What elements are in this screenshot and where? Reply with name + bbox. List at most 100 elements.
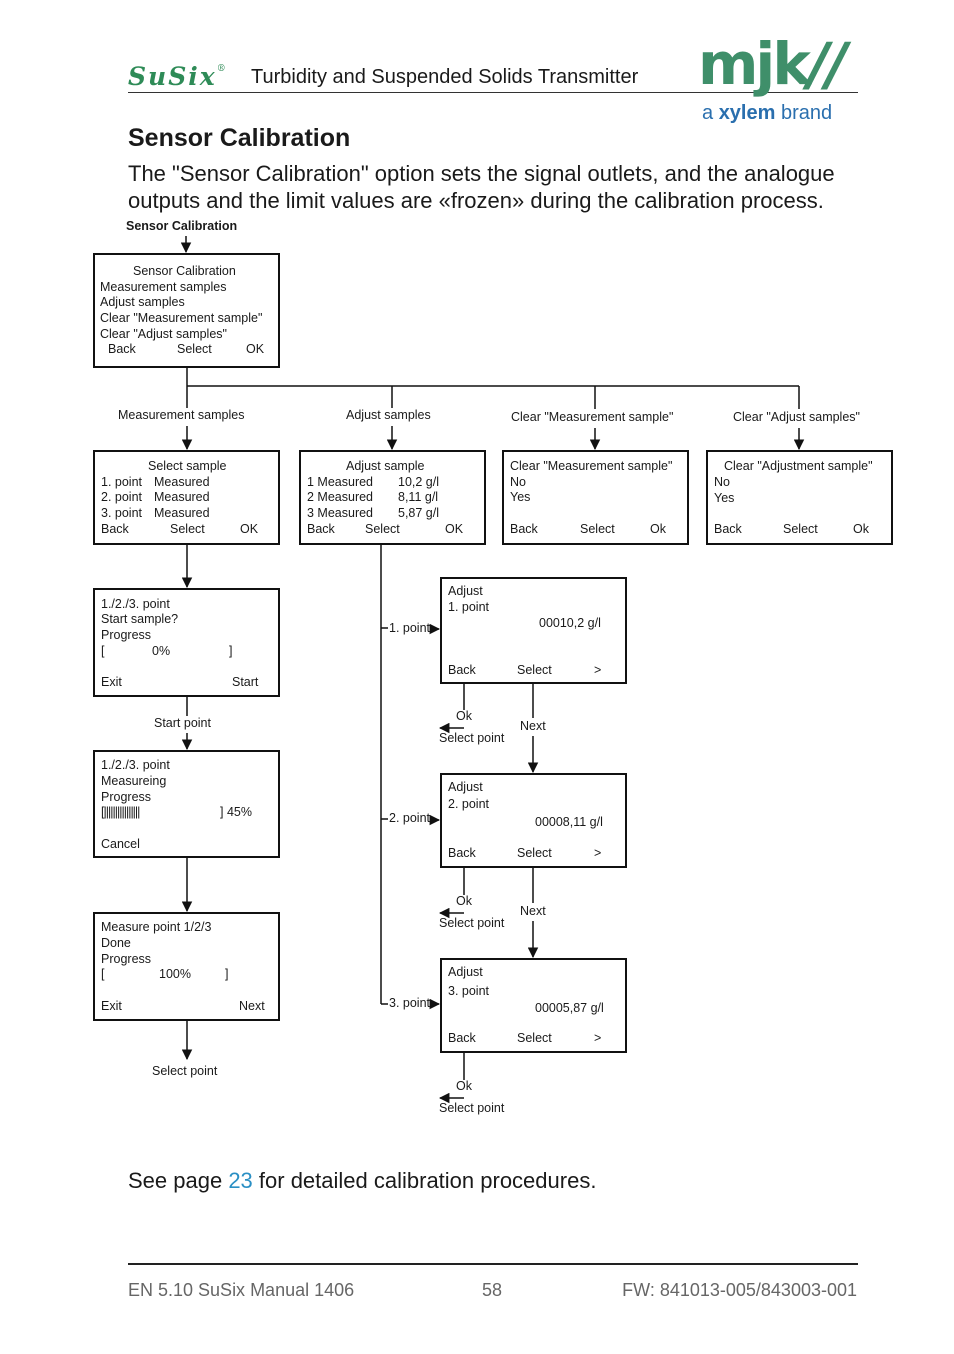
progress-bar-open: [: [101, 644, 105, 658]
point-value: 00010,2 g/l: [539, 616, 601, 630]
point-value: 00008,11 g/l: [535, 815, 603, 829]
page-link[interactable]: 23: [228, 1168, 253, 1193]
row-status: Measured: [154, 475, 210, 489]
xylem-brand: a xylem brand: [702, 102, 833, 124]
adjust-point-3-screen: Adjust 3. point 00005,87 g/l Back Select…: [440, 958, 627, 1053]
screen-line: Start sample?: [101, 612, 179, 626]
start-sample-screen: 1./2./3. point Start sample? Progress [ …: [93, 588, 280, 697]
screen-title: Clear "Adjustment sample": [724, 459, 873, 473]
row-point: 2 Measured: [307, 490, 374, 504]
key-select: Select: [517, 846, 552, 860]
key-next-arrow: >: [594, 663, 602, 677]
progress-bar-open: [: [101, 967, 105, 981]
menu-item-measurement: Measurement samples: [100, 280, 227, 294]
row-point: 3 Measured: [307, 506, 374, 520]
menu-item-adjust: Adjust samples: [100, 295, 185, 309]
menu-screen: Sensor Calibration Measurement samples A…: [93, 253, 280, 368]
key-select: Select: [517, 1031, 552, 1045]
screen-line: 1./2./3. point: [101, 597, 170, 611]
key-ok: OK: [445, 522, 464, 536]
footer-firmware: FW: 841013-005/843003-001: [622, 1280, 857, 1300]
row-point: 3. point: [101, 506, 143, 520]
point-label: 1. point: [448, 600, 490, 614]
select-point-label: Select point: [152, 1064, 218, 1078]
branch-label-adjust: Adjust samples: [346, 408, 431, 422]
next-label: Next: [520, 719, 546, 733]
branch-label-point-3: 3. point: [389, 996, 431, 1010]
select-sample-screen: Select sample 1. point Measured 2. point…: [93, 450, 280, 545]
branch-label-clear-adjust: Clear "Adjust samples": [733, 410, 860, 424]
screen-line: Progress: [101, 952, 152, 966]
key-back: Back: [448, 1031, 476, 1045]
branch-label-clear-measurement: Clear "Measurement sample": [511, 410, 674, 424]
mjk-logo: mjk//: [698, 30, 847, 98]
intro-paragraph: The "Sensor Calibration" option sets the…: [128, 161, 835, 213]
key-select: Select: [580, 522, 615, 536]
key-back: Back: [448, 846, 476, 860]
screen-line: Progress: [101, 790, 152, 804]
option-yes: Yes: [714, 491, 735, 505]
done-screen: Measure point 1/2/3 Done Progress [ 100%…: [93, 912, 280, 1021]
key-exit: Exit: [101, 999, 122, 1013]
key-back: Back: [510, 522, 538, 536]
adjust-point-2-screen: Adjust 2. point 00008,11 g/l Back Select…: [440, 773, 627, 868]
row-point: 1 Measured: [307, 475, 374, 489]
screen-title: Clear "Measurement sample": [510, 459, 673, 473]
footer-document: EN 5.10 SuSix Manual 1406: [128, 1280, 355, 1300]
key-start: Start: [232, 675, 259, 689]
screen-line: Measureing: [101, 774, 167, 788]
key-next: Next: [239, 999, 265, 1013]
progress-value: 0%: [152, 644, 171, 658]
option-yes: Yes: [510, 490, 531, 504]
key-ok: Ok: [650, 522, 666, 536]
row-status: Measured: [154, 506, 210, 520]
row-value: 10,2 g/l: [398, 475, 440, 489]
select-point-label: Select point: [439, 916, 505, 930]
point-value: 00005,87 g/l: [535, 1001, 604, 1015]
next-label: Next: [520, 904, 546, 918]
progress-bar-fill: [||||||||||||||||: [101, 805, 140, 819]
select-point-label: Select point: [439, 731, 505, 745]
menu-item-clear-measurement: Clear "Measurement sample": [100, 311, 263, 325]
point-label: 3. point: [448, 984, 490, 998]
key-select: Select: [517, 663, 552, 677]
susix-logo: SuSix®: [128, 62, 228, 91]
progress-bar-close: ]: [229, 644, 233, 658]
see-page-note: See page 23 for detailed calibration pro…: [128, 1168, 597, 1193]
clear-measurement-screen: Clear "Measurement sample" No Yes Back S…: [502, 450, 689, 545]
header-rule: [128, 92, 858, 93]
screen-line: Progress: [101, 628, 152, 642]
adjust-point-1-screen: Adjust 1. point 00010,2 g/l Back Select …: [440, 577, 627, 684]
row-value: 8,11 g/l: [398, 490, 439, 504]
row-status: Measured: [154, 490, 210, 504]
screen-title: Select sample: [148, 459, 227, 473]
key-back: Back: [448, 663, 476, 677]
registered-mark: ®: [216, 64, 228, 74]
option-no: No: [714, 475, 730, 489]
footer-rule: [128, 1263, 858, 1265]
key-next-arrow: >: [594, 1031, 602, 1045]
clear-adjustment-screen: Clear "Adjustment sample" No Yes Back Se…: [706, 450, 893, 545]
option-no: No: [510, 475, 526, 489]
key-select: Select: [365, 522, 400, 536]
key-back: Back: [108, 342, 136, 356]
screen-title: Adjust sample: [346, 459, 425, 473]
point-label: 2. point: [448, 797, 490, 811]
footer-page-number: 58: [482, 1280, 503, 1300]
branch-label-measurement: Measurement samples: [118, 408, 245, 422]
branch-label-point-1: 1. point: [389, 621, 431, 635]
row-point: 2. point: [101, 490, 143, 504]
key-ok: OK: [240, 522, 259, 536]
screen-line: Done: [101, 936, 131, 950]
branch-label-point-2: 2. point: [389, 811, 431, 825]
select-point-label: Select point: [439, 1101, 505, 1115]
adjust-sample-screen: Adjust sample 1 Measured 10,2 g/l 2 Meas…: [299, 450, 486, 545]
key-next-arrow: >: [594, 846, 602, 860]
ok-label: Ok: [456, 1079, 472, 1093]
measuring-screen: 1./2./3. point Measureing Progress [||||…: [93, 750, 280, 858]
key-select: Select: [170, 522, 205, 536]
header-title: Turbidity and Suspended Solids Transmitt…: [251, 66, 639, 88]
key-back: Back: [307, 522, 335, 536]
row-value: 5,87 g/l: [398, 506, 440, 520]
progress-value: ] 45%: [220, 805, 252, 819]
